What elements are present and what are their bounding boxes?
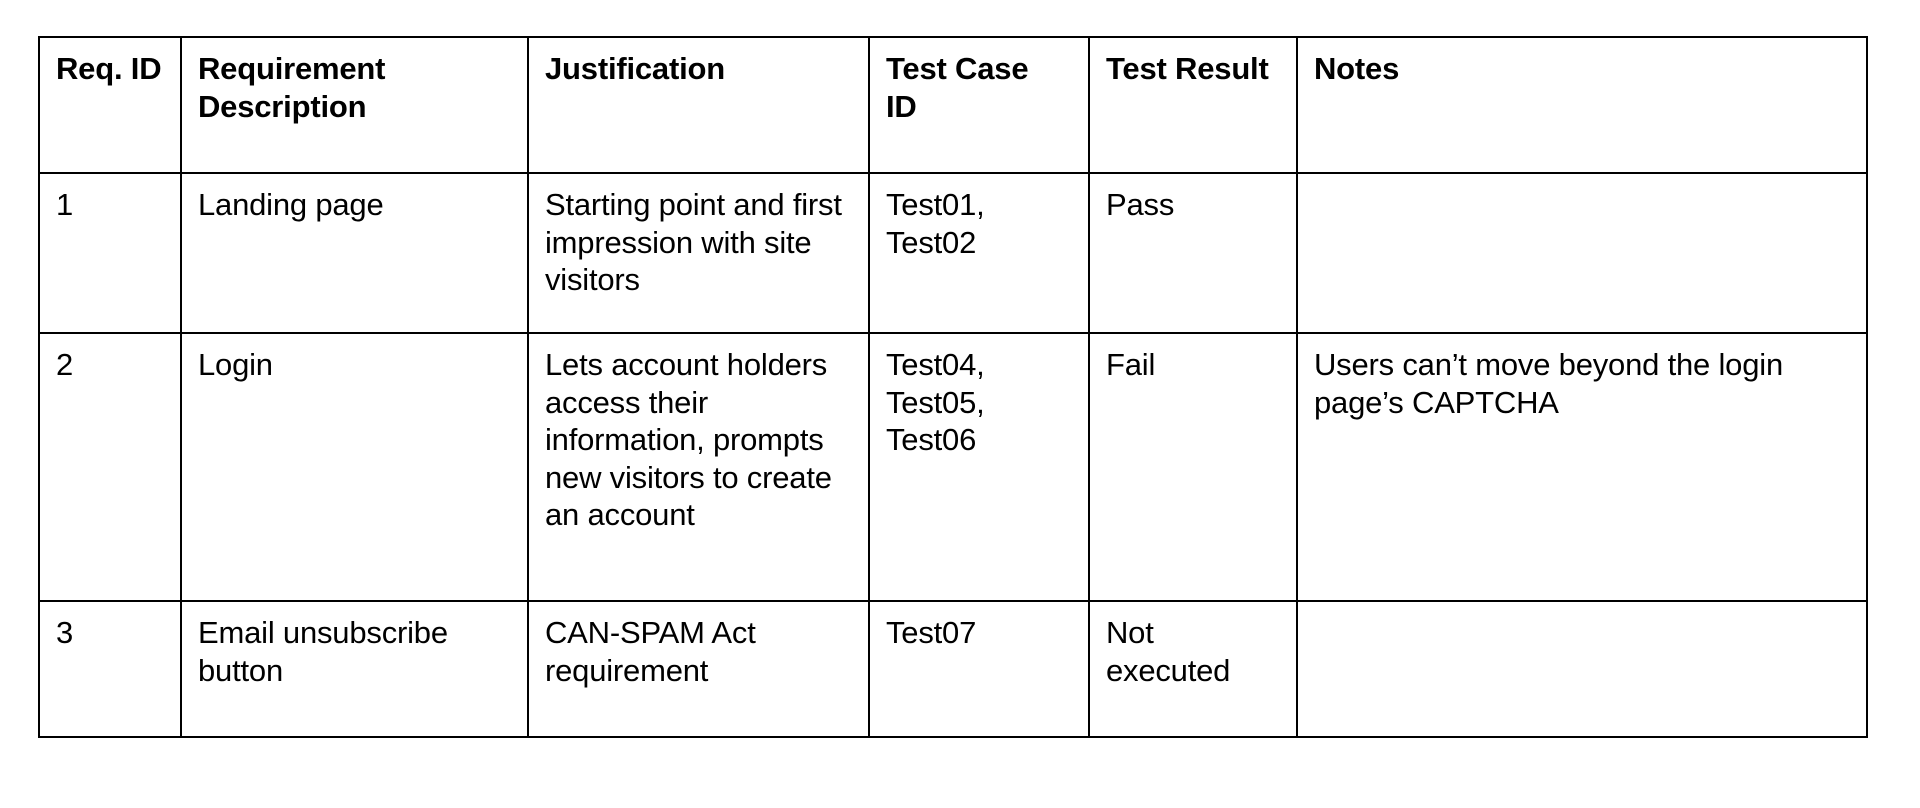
- cell-notes: [1296, 172, 1868, 334]
- cell-req-id-value: 1: [56, 187, 74, 222]
- column-header-requirement-description-label: Requirement Description: [198, 51, 386, 124]
- cell-justification: Starting point and first impression with…: [527, 172, 870, 334]
- cell-req-id: 3: [38, 600, 182, 738]
- cell-justification-value: CAN-SPAM Act requirement: [545, 615, 756, 688]
- cell-justification-value: Lets account holders access their inform…: [545, 347, 832, 532]
- column-header-justification: Justification: [527, 36, 870, 174]
- cell-justification: CAN-SPAM Act requirement: [527, 600, 870, 738]
- cell-requirement-description: Login: [180, 332, 529, 602]
- cell-test-case-id-value: Test01, Test02: [886, 187, 985, 260]
- table-row: 3 Email unsubscribe button CAN-SPAM Act …: [38, 600, 1868, 738]
- cell-requirement-description: Email unsubscribe button: [180, 600, 529, 738]
- cell-notes: Users can’t move beyond the login page’s…: [1296, 332, 1868, 602]
- cell-test-result: Not executed: [1088, 600, 1298, 738]
- cell-test-case-id-value: Test04, Test05, Test06: [886, 347, 985, 457]
- column-header-req-id: Req. ID: [38, 36, 182, 174]
- cell-req-id: 1: [38, 172, 182, 334]
- column-header-req-id-label: Req. ID: [56, 51, 162, 86]
- cell-req-id-value: 3: [56, 615, 74, 650]
- cell-test-case-id: Test07: [868, 600, 1090, 738]
- column-header-notes-label: Notes: [1314, 51, 1400, 86]
- column-header-test-case-id-label: Test Case ID: [886, 51, 1029, 124]
- cell-justification-value: Starting point and first impression with…: [545, 187, 842, 297]
- requirements-traceability-matrix: Req. ID Requirement Description Justific…: [38, 36, 1868, 738]
- cell-requirement-description: Landing page: [180, 172, 529, 334]
- cell-requirement-description-value: Landing page: [198, 187, 384, 222]
- table-row: 2 Login Lets account holders access thei…: [38, 332, 1868, 602]
- cell-test-case-id: Test01, Test02: [868, 172, 1090, 334]
- column-header-test-case-id: Test Case ID: [868, 36, 1090, 174]
- cell-test-case-id-value: Test07: [886, 615, 977, 650]
- column-header-test-result: Test Result: [1088, 36, 1298, 174]
- cell-justification: Lets account holders access their inform…: [527, 332, 870, 602]
- cell-test-result-value: Fail: [1106, 347, 1156, 382]
- cell-req-id-value: 2: [56, 347, 74, 382]
- column-header-test-result-label: Test Result: [1106, 51, 1269, 86]
- cell-requirement-description-value: Email unsubscribe button: [198, 615, 448, 688]
- cell-req-id: 2: [38, 332, 182, 602]
- cell-test-case-id: Test04, Test05, Test06: [868, 332, 1090, 602]
- cell-test-result-value: Pass: [1106, 187, 1175, 222]
- cell-test-result-value: Not executed: [1106, 615, 1231, 688]
- column-header-requirement-description: Requirement Description: [180, 36, 529, 174]
- matrix-table: Req. ID Requirement Description Justific…: [38, 36, 1868, 738]
- cell-requirement-description-value: Login: [198, 347, 273, 382]
- cell-notes-value: Users can’t move beyond the login page’s…: [1314, 347, 1783, 420]
- column-header-justification-label: Justification: [545, 51, 725, 86]
- table-header-row: Req. ID Requirement Description Justific…: [38, 36, 1868, 174]
- table-row: 1 Landing page Starting point and first …: [38, 172, 1868, 334]
- column-header-notes: Notes: [1296, 36, 1868, 174]
- cell-test-result: Pass: [1088, 172, 1298, 334]
- cell-notes: [1296, 600, 1868, 738]
- cell-test-result: Fail: [1088, 332, 1298, 602]
